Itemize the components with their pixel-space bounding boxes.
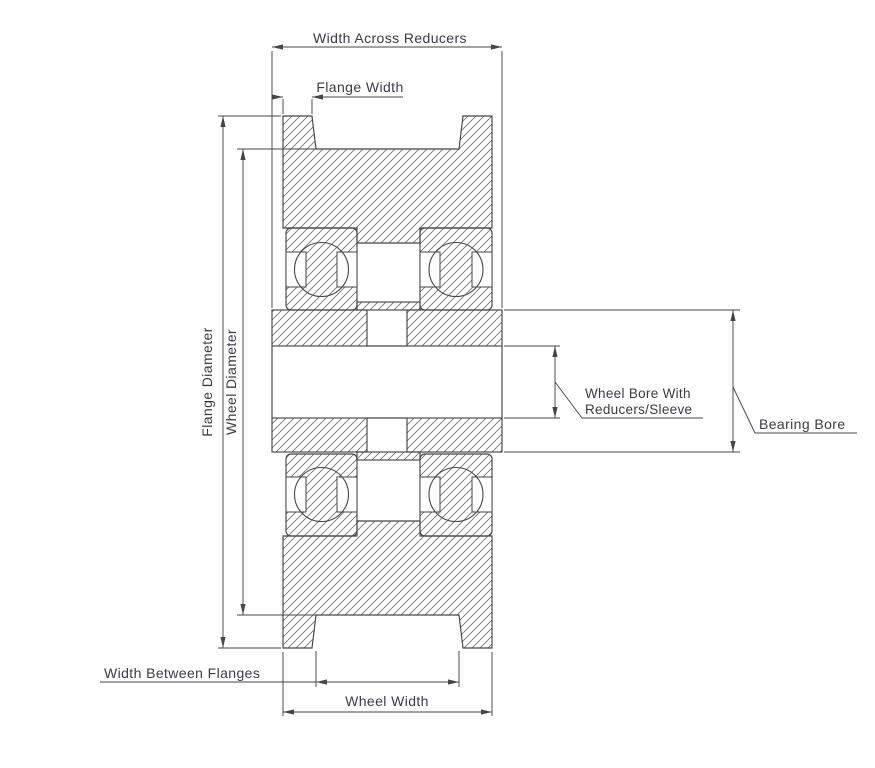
label-flange-width: Flange Width (316, 79, 403, 95)
dim-wheel-width: Wheel Width (282, 652, 493, 716)
bearing-notch (471, 476, 493, 513)
reducer-band (271, 309, 368, 347)
label-wheel-width: Wheel Width (345, 693, 429, 709)
label-width-across-reducers: Width Across Reducers (313, 30, 467, 46)
bearing-notch (285, 251, 307, 288)
reducer-band (406, 417, 503, 453)
label-flange-diameter: Flange Diameter (199, 327, 215, 437)
label-wheel-bore-line1: Wheel Bore With (585, 386, 691, 401)
dim-flange-diameter: Flange Diameter (199, 115, 281, 649)
label-wheel-diameter: Wheel Diameter (223, 329, 239, 435)
bearing-ball (428, 241, 484, 298)
dim-wheel-diameter: Wheel Diameter (223, 148, 316, 616)
label-wheel-bore-line2: Reducers/Sleeve (585, 402, 692, 417)
wheel-body-lower (282, 520, 493, 649)
bearing-notch (336, 251, 358, 288)
wheel-body-upper (282, 115, 493, 244)
bearing-row-lower (285, 451, 493, 537)
bearing-notch (471, 251, 493, 288)
spacer-sleeve (356, 451, 421, 461)
dim-flange-width: Flange Width (272, 79, 403, 114)
bearing-row-upper (285, 227, 493, 311)
reducer-section (271, 309, 503, 453)
dim-width-between-flanges: Width Between Flanges (100, 651, 460, 687)
dim-wheel-bore: Wheel Bore With Reducers/Sleeve (504, 345, 703, 419)
bearing-ball (428, 466, 484, 523)
bearing-notch (285, 476, 307, 513)
reducer-band (406, 309, 503, 347)
bearing-notch (419, 476, 441, 513)
label-bearing-bore: Bearing Bore (759, 416, 846, 432)
bearing-ball (293, 241, 350, 298)
dim-bearing-bore: Bearing Bore (504, 309, 857, 453)
spacer-sleeve (356, 301, 421, 311)
label-width-between-flanges: Width Between Flanges (104, 665, 260, 681)
bearing-notch (419, 251, 441, 288)
bearing-ball (293, 466, 350, 523)
dim-width-across-reducers: Width Across Reducers (271, 30, 503, 308)
bearing-notch (336, 476, 358, 513)
reducer-band (271, 417, 368, 453)
